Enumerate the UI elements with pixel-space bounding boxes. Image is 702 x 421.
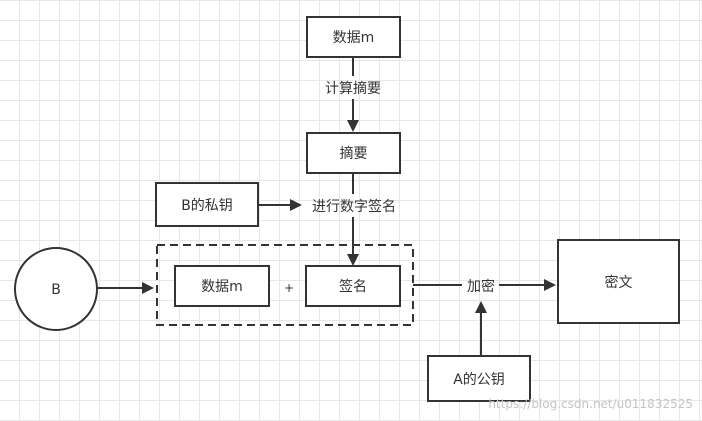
node-ciphertext-box	[557, 239, 680, 324]
edge-compute-digest-arrowhead	[347, 120, 359, 132]
node-data-m-top: 数据m	[306, 16, 401, 58]
edge-private-key-to-sign-arrowhead	[290, 199, 302, 211]
node-data-m-inner: 数据m	[174, 265, 270, 307]
node-a-public-key-box	[427, 355, 531, 402]
watermark: https://blog.csdn.net/u011832525	[488, 397, 693, 411]
edge-digital-sign: 进行数字签名	[312, 173, 396, 266]
node-b-private-key-label: B的私钥	[181, 198, 233, 214]
node-signature-label: 签名	[339, 278, 367, 295]
edge-private-key-to-sign	[258, 199, 302, 211]
node-ciphertext-label: 密文	[605, 274, 633, 291]
edge-public-key-to-encrypt-arrowhead	[475, 301, 487, 313]
edge-compute-digest-label: 计算摘要	[325, 80, 381, 97]
node-signature: 签名	[305, 265, 401, 307]
edge-compute-digest: 计算摘要	[325, 57, 381, 132]
node-b-circle-label: B	[51, 282, 61, 298]
edge-encrypt-arrowhead	[544, 279, 556, 291]
node-b-private-key-box	[155, 182, 259, 227]
node-a-public-key: A的公钥	[427, 355, 531, 402]
node-digest-label: 摘要	[340, 145, 368, 162]
node-digest-box	[306, 132, 401, 174]
node-digest: 摘要	[306, 132, 401, 174]
node-data-m-inner-label: 数据m	[201, 279, 243, 295]
edge-digital-sign-arrowhead	[347, 254, 359, 266]
node-b-private-key: B的私钥	[155, 182, 259, 227]
edge-encrypt-label: 加密	[467, 278, 495, 295]
edge-b-to-group	[97, 282, 154, 294]
node-data-m-inner-box	[174, 265, 270, 307]
edge-digital-sign-label: 进行数字签名	[312, 198, 396, 215]
node-data-m-top-box	[306, 16, 401, 58]
signed-message-group	[156, 244, 414, 326]
node-signature-box	[305, 265, 401, 307]
edge-b-to-group-arrowhead	[142, 282, 154, 294]
node-a-public-key-label: A的公钥	[453, 372, 505, 388]
node-data-m-top-label: 数据m	[333, 30, 375, 46]
plus-sign: +	[284, 281, 294, 295]
edge-encrypt: 加密	[413, 278, 556, 295]
node-b-circle: B	[14, 247, 98, 331]
edge-public-key-to-encrypt	[475, 301, 487, 356]
node-ciphertext: 密文	[557, 239, 680, 324]
